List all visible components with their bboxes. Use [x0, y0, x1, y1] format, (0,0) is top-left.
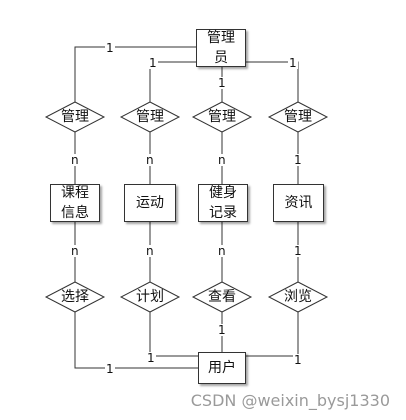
- entity-sport: 运动: [124, 184, 176, 222]
- relation-browse-text: 浏览: [284, 289, 312, 305]
- diamond-manage2: [119, 101, 181, 133]
- entity-news: 资讯: [273, 184, 324, 222]
- card-user-plan: 1: [146, 351, 156, 365]
- relation-plan-text: 计划: [136, 289, 164, 305]
- line-plan-user: [149, 312, 198, 357]
- diamond-manage1: [44, 101, 106, 133]
- diamond-browse: [267, 281, 329, 313]
- entity-fitness: 健身 记录: [198, 184, 248, 222]
- card-manage2-sport: n: [145, 153, 155, 167]
- entity-user: 用户: [198, 352, 246, 384]
- card-admin-right: 1: [288, 56, 298, 70]
- card-admin-left: 1: [105, 41, 115, 55]
- card-admin-down: 1: [217, 76, 227, 90]
- line-admin-manage4: [246, 61, 299, 102]
- card-user-select: 1: [105, 362, 115, 376]
- relation-view-text: 查看: [208, 289, 236, 305]
- relation-select-text: 选择: [61, 289, 89, 305]
- entity-admin: 管理 员: [196, 29, 246, 67]
- relation-manage1-text: 管理: [61, 109, 89, 125]
- card-admin-mid: 1: [148, 56, 158, 70]
- entity-course: 课程 信息: [50, 184, 100, 222]
- card-news-browse: 1: [293, 244, 303, 258]
- card-manage3-fitness: n: [217, 153, 227, 167]
- diamond-manage4: [267, 101, 329, 133]
- relation-manage3-text: 管理: [208, 109, 236, 125]
- relation-manage4-text: 管理: [284, 109, 312, 125]
- diamond-select: [44, 281, 106, 313]
- diamond-plan: [119, 281, 181, 313]
- relation-manage2-text: 管理: [136, 109, 164, 125]
- csdn-watermark: CSDN @weixin_bysj1330: [190, 391, 390, 410]
- line-browse-user: [246, 312, 299, 357]
- line-select-user: [74, 312, 198, 369]
- card-course-select: n: [70, 244, 80, 258]
- card-sport-plan: n: [145, 244, 155, 258]
- card-user-browse: 1: [293, 353, 303, 367]
- card-manage1-course: n: [70, 153, 80, 167]
- card-user-view: 1: [217, 323, 227, 337]
- card-fitness-view: n: [217, 244, 227, 258]
- diamond-manage3: [191, 101, 253, 133]
- card-manage4-news: 1: [293, 153, 303, 167]
- diamond-view: [191, 281, 253, 313]
- line-admin-manage1: [74, 46, 196, 102]
